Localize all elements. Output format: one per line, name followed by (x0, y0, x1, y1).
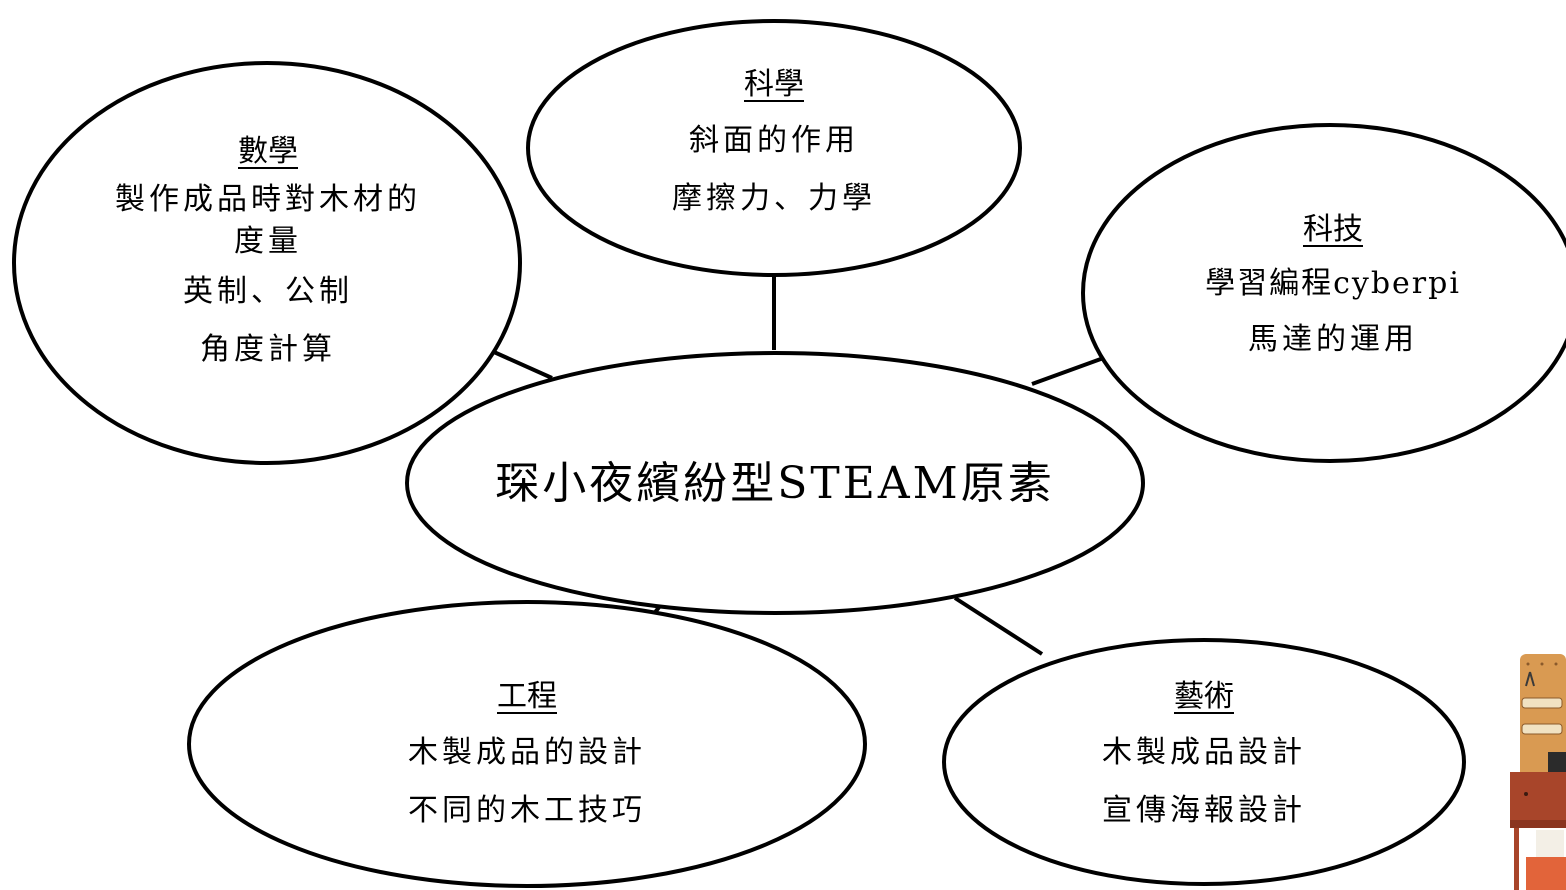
art-title: 藝術 (1174, 679, 1234, 714)
compass-tool-icon (1525, 671, 1535, 687)
center-node (405, 351, 1145, 615)
technology-node (1081, 123, 1566, 463)
tool-rack-lower (1521, 723, 1563, 735)
engineering-node (187, 600, 867, 888)
art-node (942, 638, 1466, 886)
math-line-3: 英制、公制 (183, 274, 353, 309)
math-line-4: 角度計算 (200, 332, 336, 367)
science-node (526, 19, 1022, 277)
technology-line-2: 馬達的運用 (1247, 322, 1418, 357)
math-node (12, 61, 522, 465)
science-text: 科學 斜面的作用 摩擦力、力學 (672, 62, 876, 224)
engineering-title: 工程 (497, 679, 557, 714)
paper-stack (1536, 830, 1564, 860)
math-text: 數學 製作成品時對木材的 度量 英制、公制 角度計算 (115, 129, 421, 375)
science-line-2: 摩擦力、力學 (672, 181, 876, 216)
technology-line-1: 學習編程cyberpi (1205, 266, 1461, 301)
math-title: 數學 (238, 134, 298, 169)
art-line-1: 木製成品設計 (1102, 735, 1306, 770)
engineering-text: 工程 木製成品的設計 不同的木工技巧 (408, 674, 646, 836)
art-line-2: 宣傳海報設計 (1102, 793, 1306, 828)
science-line-1: 斜面的作用 (689, 123, 859, 158)
center-title: 琛小夜繽紛型STEAM原素 (495, 458, 1055, 509)
engineering-line-2: 不同的木工技巧 (408, 793, 646, 828)
math-line-1: 製作成品時對木材的 (115, 182, 421, 217)
technology-text: 科技 學習編程cyberpi 馬達的運用 (1205, 207, 1461, 365)
science-title: 科學 (744, 67, 804, 102)
engineering-line-1: 木製成品的設計 (408, 735, 646, 770)
math-line-2: 度量 (234, 224, 302, 259)
workbench-drawer (1510, 772, 1566, 820)
workshop-illustration (1510, 654, 1566, 890)
art-text: 藝術 木製成品設計 宣傳海報設計 (1102, 674, 1306, 836)
connector-math (484, 346, 553, 380)
red-box (1526, 857, 1566, 890)
technology-title: 科技 (1302, 212, 1363, 247)
connector-art (953, 596, 1044, 656)
tool-rack-upper (1521, 697, 1563, 709)
